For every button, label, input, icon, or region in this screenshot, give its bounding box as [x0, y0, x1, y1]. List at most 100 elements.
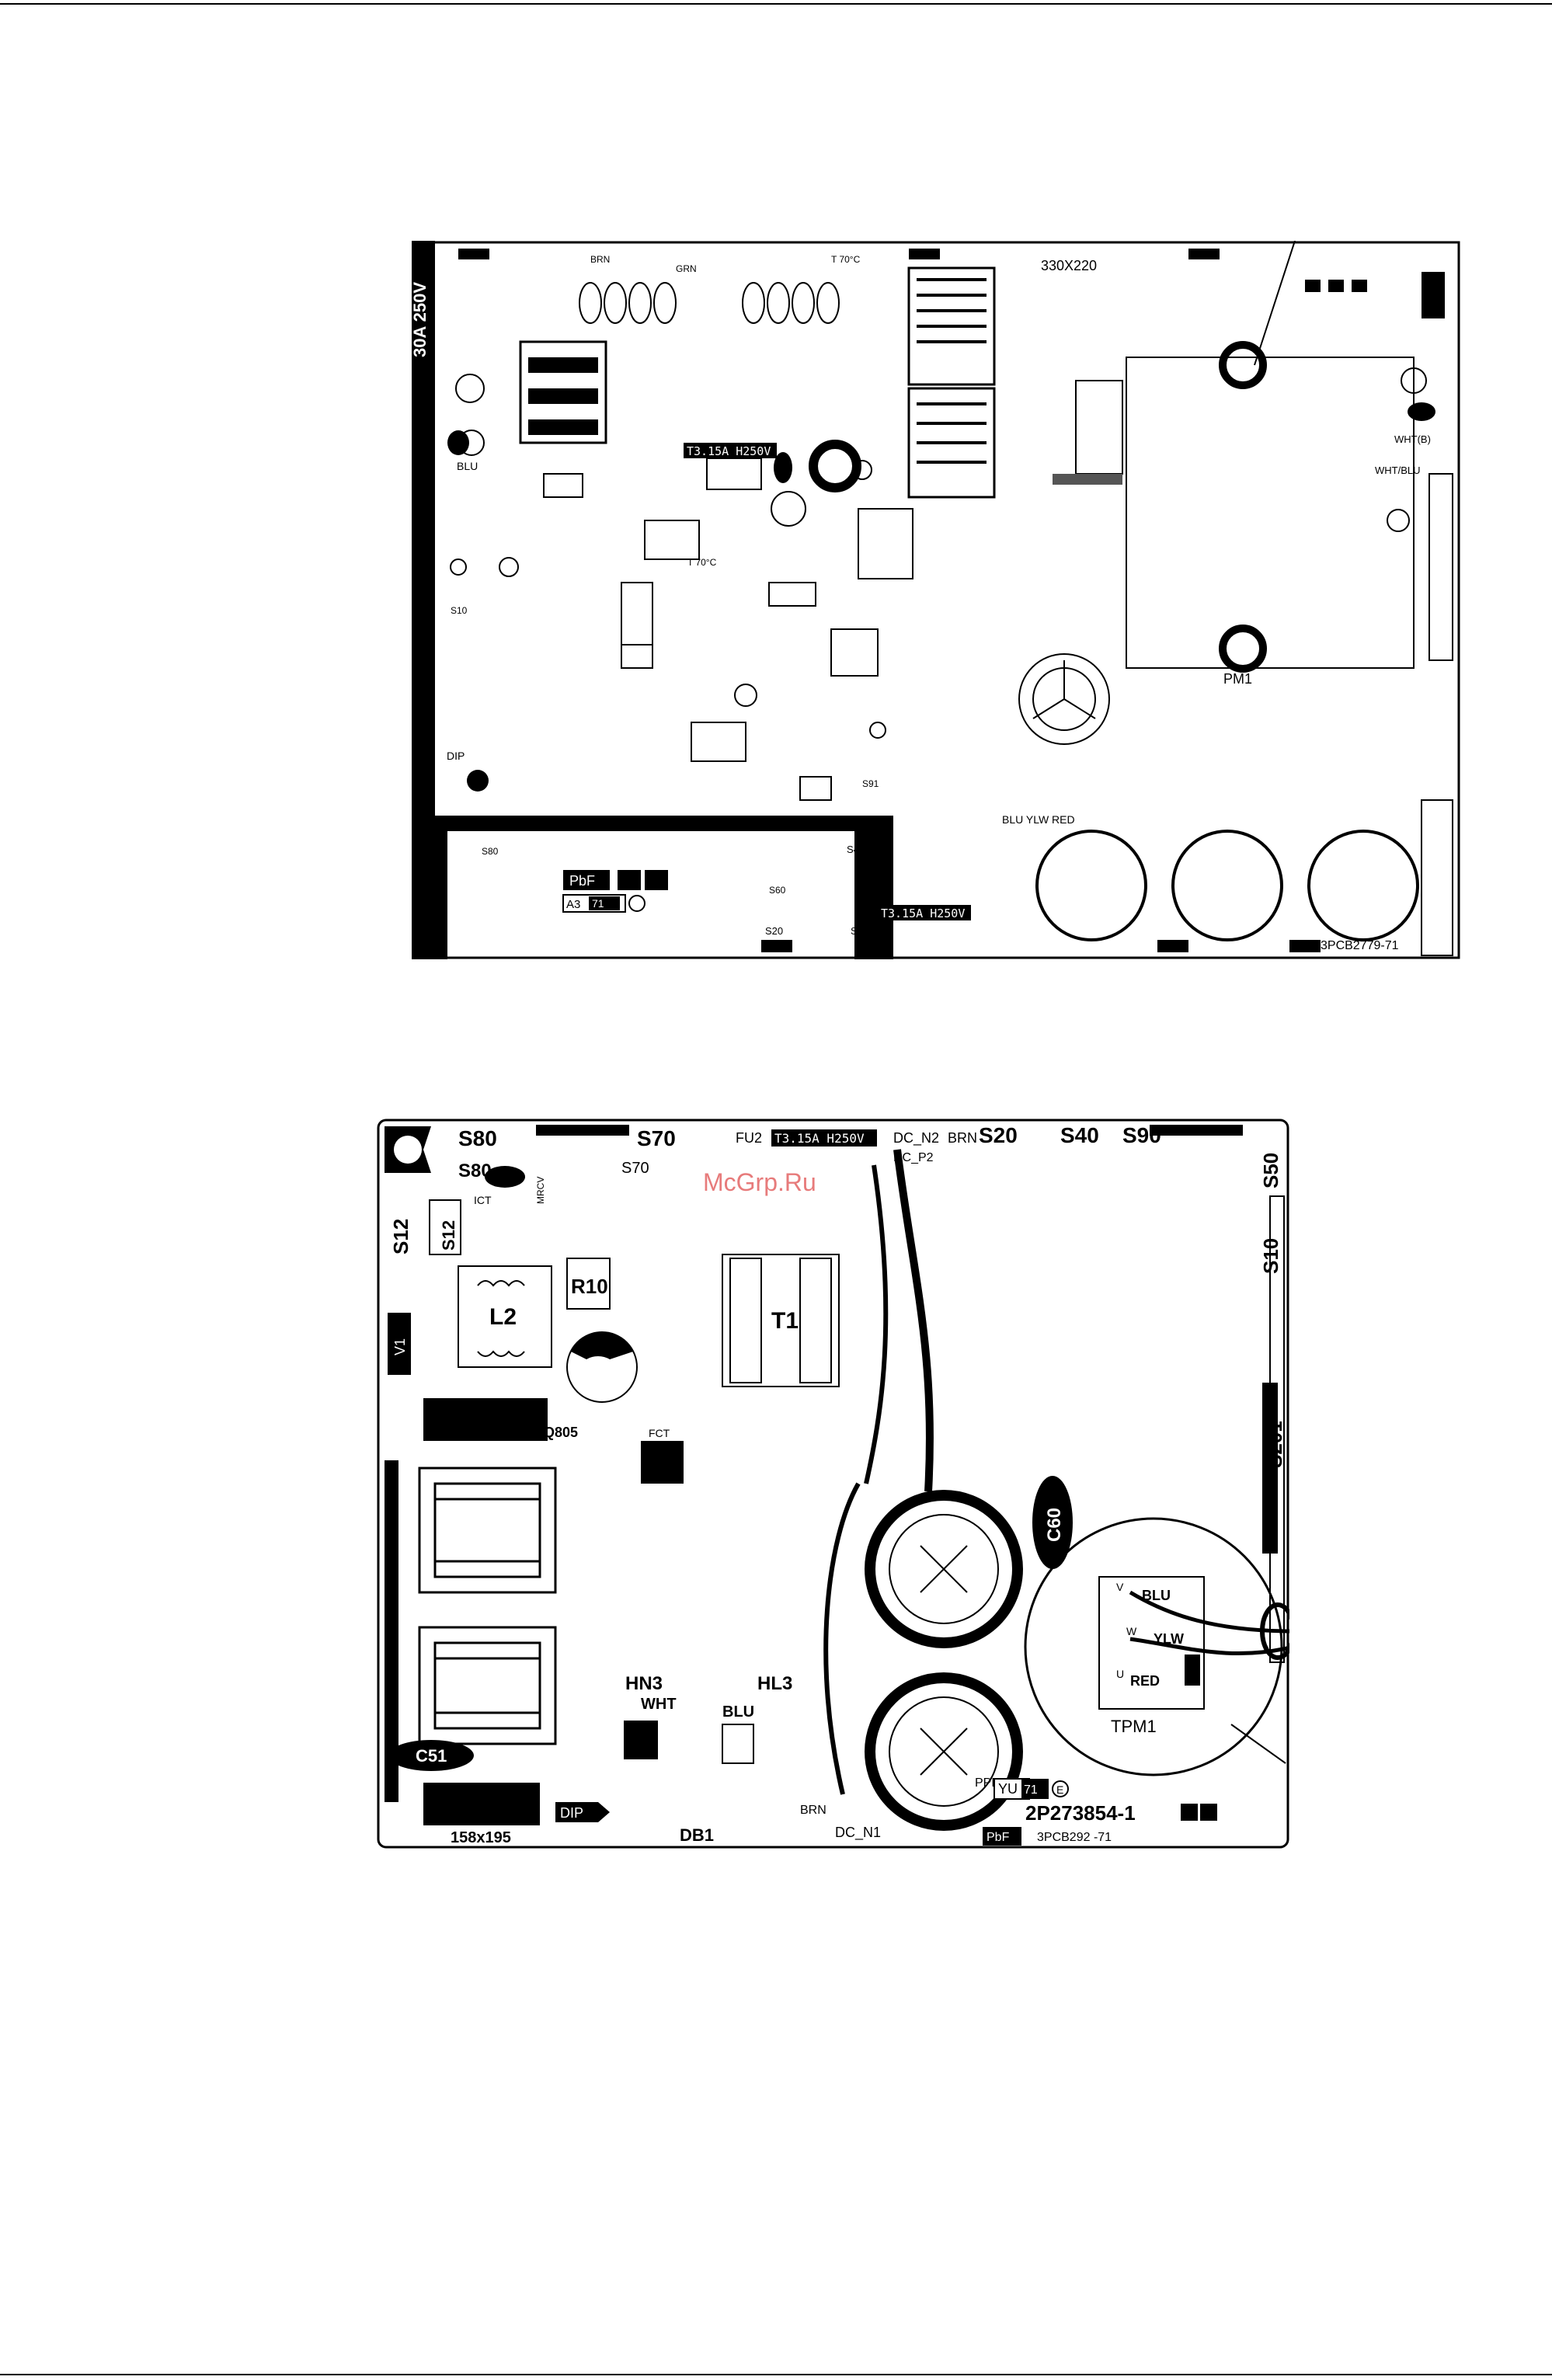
board-2-fct-chip: [641, 1441, 684, 1484]
board-2-label-wht: WHT: [641, 1696, 677, 1713]
board-1-transformer-top: [907, 266, 996, 386]
board-2-label-brn2: BRN: [800, 1804, 826, 1817]
board-2-label-dc-n1: DC_N1: [835, 1825, 881, 1841]
board-2-watermark: McGrp.Ru: [703, 1168, 816, 1196]
board-2-label-v1: V1: [392, 1338, 408, 1355]
board-2-label-s40: S40: [1060, 1123, 1099, 1147]
board-2-label-blu2: BLU: [1142, 1588, 1171, 1603]
board-1-pbf-label: PbF: [569, 873, 595, 889]
board-2-label-brn: BRN: [948, 1130, 977, 1146]
board-2-label-c60: C60: [1044, 1508, 1065, 1542]
board-1-power-module: [1126, 357, 1415, 669]
board-2-fuse-label: FU2: [736, 1130, 762, 1146]
board-2-mount-hole: [385, 1126, 431, 1173]
board-1-label-dip: DIP: [447, 750, 465, 762]
top-rule: [0, 3, 1552, 5]
board-2-label-t1: T1: [771, 1308, 799, 1334]
board-2-label-s90: S90: [1122, 1123, 1161, 1147]
board-2-label-c51: C51: [416, 1746, 447, 1766]
board-2-label-red: RED: [1130, 1673, 1160, 1689]
board-1-ics: [543, 458, 913, 801]
board-1-part-number: 3PCB2779-71: [1321, 939, 1399, 952]
board-2-label-db1: DB1: [680, 1825, 714, 1845]
board-1-toroid: [809, 440, 861, 492]
board-1-label-s40: S40: [847, 844, 865, 855]
board-1-left-edge: [412, 241, 435, 959]
board-1-code-badge: 71: [592, 897, 604, 910]
board-2-label-dip: DIP: [560, 1805, 583, 1821]
board-2-dim-label: 158x195: [451, 1829, 511, 1846]
board-2-label-dc-p2: DC_P2: [893, 1151, 934, 1164]
board-2-label-s201: S201: [1263, 1421, 1286, 1468]
board-1-label-grn: GRN: [676, 263, 697, 274]
board-2-yu-badge: 71: [1024, 1783, 1038, 1797]
board-1-label-s10: S10: [451, 605, 468, 616]
board-1-dim-label: 330X220: [1041, 258, 1097, 273]
board-2-tpm1-callout: TPM1 BLU YLW RED V U W: [1024, 1517, 1294, 1776]
board-2-pbf-label: PbF: [987, 1831, 1010, 1844]
board-2-choke-upper: [418, 1467, 557, 1594]
board-2-label-w: W: [1126, 1625, 1137, 1637]
board-2-cap-c51: [388, 1740, 474, 1771]
board-2-fuse-value: T3.15A H250V: [774, 1131, 865, 1146]
board-1-label-temp2: T 70°C: [831, 254, 861, 265]
board-1-fuse-label: 30A 250V: [412, 282, 430, 357]
board-2-label-q805: Q805: [544, 1425, 578, 1440]
board-2-label-l2: L2: [489, 1304, 517, 1330]
board-2-label-dc-n2: DC_N2: [893, 1130, 939, 1147]
board-2-label-hn3: HN3: [625, 1673, 663, 1694]
board-1-label-s91: S91: [862, 778, 879, 789]
board-2-sub-part-number: 3PCB292 -71: [1037, 1831, 1112, 1844]
board-2-label-s20: S20: [979, 1123, 1018, 1147]
board-2-yu-label: YU: [998, 1781, 1018, 1797]
board-1-diagram: 30A 250V 330X220: [410, 209, 1460, 959]
board-1-choke: [519, 340, 607, 444]
board-1-transformer-mid: [907, 387, 996, 499]
bottom-rule: [0, 2374, 1552, 2375]
board-2-varistor: [566, 1331, 638, 1403]
board-1-label-temp1: T 70°C: [687, 557, 717, 568]
board-1-fuse2-label: T3.15A H250V: [687, 444, 771, 458]
board-1-label-brn: BRN: [590, 254, 610, 265]
board-2-transformer-t1: T1: [722, 1254, 840, 1387]
board-1-label-wires: BLU YLW RED: [1002, 813, 1075, 826]
board-2-cap-c60: [1032, 1476, 1073, 1569]
board-1-label-s80: S80: [482, 846, 499, 857]
board-2-label-s70: S70: [637, 1126, 676, 1150]
board-2-module-label: TPM1: [1111, 1717, 1157, 1736]
board-2-choke-lower: [418, 1626, 557, 1745]
board-1-code-label: A3: [566, 898, 580, 911]
board-1-label-s20: S20: [765, 925, 783, 937]
board-2-label-e: E: [1056, 1783, 1063, 1796]
board-2-part-number: 2P273854-1: [1025, 1801, 1136, 1825]
board-2-label-s70b: S70: [621, 1160, 649, 1177]
board-1-fan-symbol: [1018, 653, 1110, 745]
board-2-svg: S80 S80 S70 S70 FU2 T3.15A H250V DC_N2 D…: [377, 1119, 1296, 1849]
board-1-label-s70: S70: [851, 925, 868, 937]
board-2-label-ict: ICT: [474, 1194, 492, 1206]
board-2-label-blu: BLU: [722, 1703, 754, 1721]
board-2-label-s12b: S12: [439, 1220, 458, 1251]
board-1-main-caps: [1035, 830, 1419, 941]
board-1-label-wht-b: WHT(B): [1394, 433, 1431, 445]
board-2-label-s50: S50: [1259, 1153, 1282, 1188]
board-2-label-s12: S12: [389, 1219, 412, 1254]
board-2-label-u: U: [1116, 1668, 1124, 1680]
board-1-fuse3-label: T3.15A H250V: [881, 906, 965, 920]
board-2-label-fct: FCT: [649, 1427, 670, 1439]
board-2-label-ppl: PPL: [975, 1776, 998, 1790]
board-2-label-s80: S80: [458, 1126, 497, 1150]
board-1-label-wht-blu: WHT/BLU: [1375, 465, 1421, 476]
board-2-label-v: V: [1116, 1581, 1124, 1593]
board-1-cap-row: [579, 282, 840, 324]
board-2-label-mrcv: MRCV: [535, 1177, 546, 1204]
board-2-main-cap-top: [865, 1490, 1023, 1648]
board-1-svg: 30A 250V 330X220: [410, 209, 1460, 959]
board-2-main-cap-bottom: [865, 1672, 1023, 1831]
board-1-label-blu: BLU: [457, 460, 478, 472]
board-1-label-s60: S60: [769, 885, 786, 896]
board-1-module-label: PM1: [1223, 671, 1252, 687]
board-2-dip-arrow: [555, 1802, 610, 1822]
board-2-label-s10: S10: [1259, 1238, 1282, 1274]
board-2-label-r10: R10: [571, 1275, 608, 1298]
